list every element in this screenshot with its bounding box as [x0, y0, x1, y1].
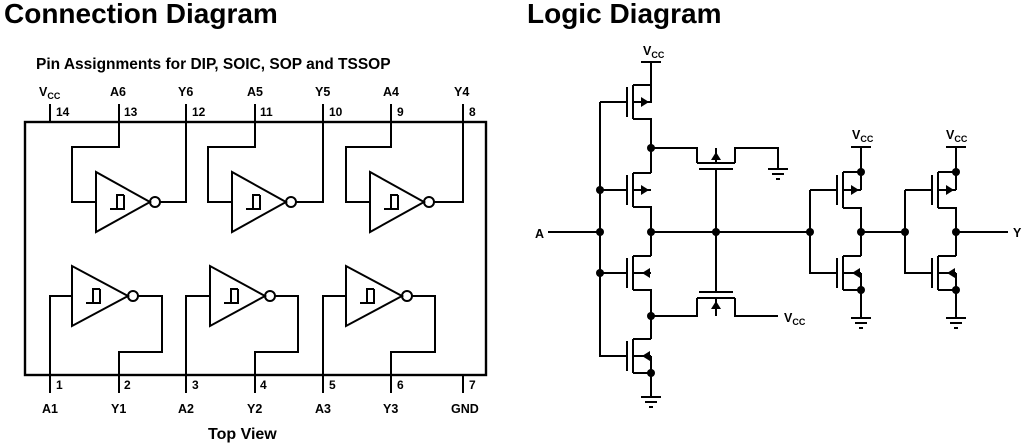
logic-diagram-title: Logic Diagram: [527, 0, 722, 29]
output-y-label: Y: [1013, 226, 1022, 240]
feedback-pmos: [651, 147, 779, 232]
node-feedback: [712, 228, 720, 236]
inverter-gate-6: [71, 122, 187, 234]
pin-5-number: 5: [329, 378, 336, 392]
vcc-label-inv1: VCC: [852, 128, 874, 144]
pin-2-number: 2: [124, 378, 131, 392]
pin-4-name: Y2: [247, 402, 262, 416]
vcc-stack-top: VCC: [641, 44, 665, 85]
nmos-transistor-1: [626, 232, 652, 316]
top-view-label: Top View: [208, 426, 277, 443]
pin-13-number: 13: [124, 105, 138, 119]
pin-11-number: 11: [260, 105, 273, 119]
inverter-gate-3: [322, 264, 436, 375]
vcc-label-inv2: VCC: [946, 128, 968, 144]
pin-11-name: A5: [247, 85, 263, 99]
connection-diagram-title: Connection Diagram: [4, 0, 278, 29]
ground-symbol-stack: [641, 396, 661, 408]
pin-10-name: Y5: [315, 85, 330, 99]
top-pin-leads: [49, 104, 464, 122]
pin-4-number: 4: [260, 378, 267, 392]
gate-bus: [596, 101, 627, 357]
output-inverter-1: VCC: [809, 128, 905, 329]
pin-6-name: Y3: [383, 402, 398, 416]
pin-14-number: 14: [56, 105, 70, 119]
bottom-pin-leads: [49, 375, 464, 393]
pin-7-number: 7: [469, 378, 476, 392]
pin-1-name: A1: [42, 402, 58, 416]
pin-8-name: Y4: [454, 85, 469, 99]
connection-diagram: VCC A6 Y6 A5 Y5 A4 Y4 14 13 12 11 10 9 8…: [23, 85, 488, 416]
ground-symbol-feedback: [768, 168, 788, 180]
pin-3-name: A2: [178, 402, 194, 416]
pin-10-number: 10: [329, 105, 343, 119]
logic-diagram: A VCC: [535, 44, 1022, 408]
pin-6-number: 6: [397, 378, 404, 392]
inverter-gate-1: [49, 264, 163, 375]
pin-9-name: A4: [383, 85, 399, 99]
pin-12-name: Y6: [178, 85, 193, 99]
pin-3-number: 3: [192, 378, 199, 392]
pin-assignments-subtitle: Pin Assignments for DIP, SOIC, SOP and T…: [36, 56, 391, 73]
pin-9-number: 9: [397, 105, 404, 119]
inverter-gate-4: [345, 122, 464, 234]
pin-8-number: 8: [469, 105, 476, 119]
vcc-label-feedback: VCC: [784, 311, 806, 327]
inverter-gate-2: [185, 264, 299, 375]
pin-5-name: A3: [315, 402, 331, 416]
nmos-transistor-2: [626, 316, 655, 396]
pin-14-name: VCC: [39, 85, 61, 101]
vcc-label-stack: VCC: [643, 44, 665, 60]
pin-1-number: 1: [56, 378, 63, 392]
pin-7-name: GND: [451, 402, 479, 416]
pmos-transistor-2: [626, 148, 652, 232]
pmos-transistor-1: [626, 84, 652, 148]
pin-2-name: Y1: [111, 402, 126, 416]
output-inverter-2: VCC: [904, 128, 1008, 329]
ic-package-body: [23, 120, 488, 377]
feedback-nmos: VCC: [651, 232, 806, 327]
pin-12-number: 12: [192, 105, 206, 119]
input-a-label: A: [535, 227, 544, 241]
pin-13-name: A6: [110, 85, 126, 99]
inverter-gate-5: [207, 122, 324, 234]
